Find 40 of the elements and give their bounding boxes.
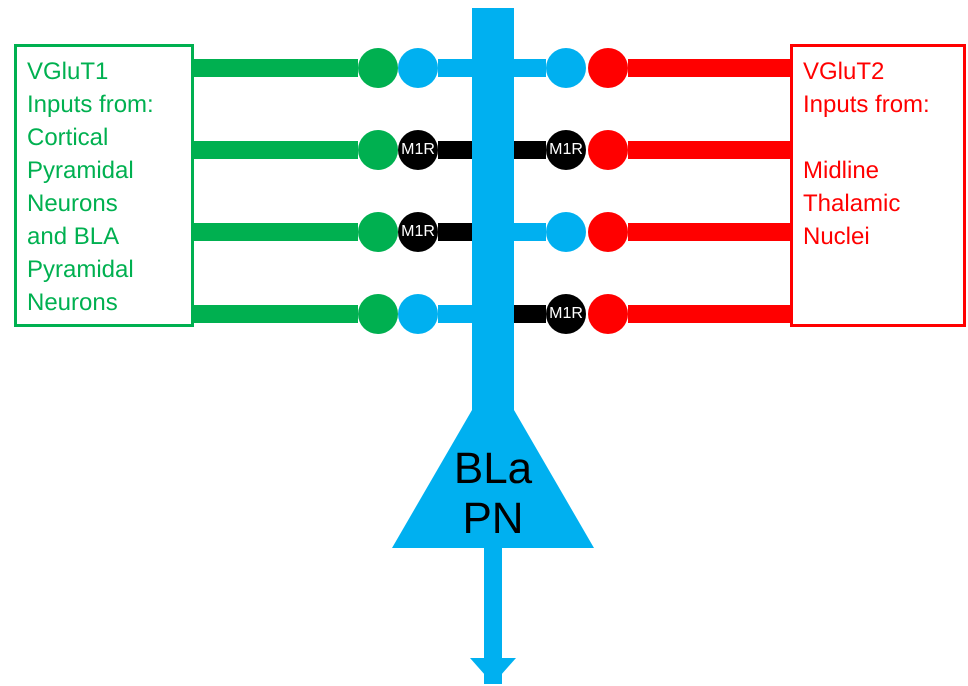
input-box — [790, 44, 966, 327]
synaptic-connection — [514, 223, 546, 241]
synaptic-connection — [194, 141, 358, 159]
synaptic-connection — [194, 305, 358, 323]
synaptic-connection — [438, 141, 472, 159]
presynaptic-terminal — [588, 130, 628, 170]
postsynaptic-spine — [546, 48, 586, 88]
synaptic-connection — [628, 141, 790, 159]
receptor-spine: M1R — [546, 294, 586, 334]
presynaptic-terminal — [358, 130, 398, 170]
synaptic-connection — [194, 223, 358, 241]
presynaptic-terminal — [358, 294, 398, 334]
postsynaptic-spine — [398, 294, 438, 334]
input-label: VGluT1 Inputs from: Cortical Pyramidal Neurons and BLA Pyramidal Neurons — [27, 57, 155, 318]
presynaptic-terminal — [358, 212, 398, 252]
synaptic-connection — [194, 59, 358, 77]
synaptic-connection — [438, 59, 472, 77]
presynaptic-terminal — [588, 212, 628, 252]
synaptic-connection — [438, 305, 472, 323]
synaptic-connection — [514, 59, 546, 77]
output-arrow — [470, 546, 516, 684]
presynaptic-terminal — [588, 48, 628, 88]
input-label: VGluT2 Inputs from: — [803, 57, 931, 120]
presynaptic-terminal — [588, 294, 628, 334]
presynaptic-terminal — [358, 48, 398, 88]
receptor-spine: M1R — [398, 212, 438, 252]
synaptic-connection — [514, 141, 546, 159]
synaptic-connection — [438, 223, 472, 241]
synaptic-connection — [514, 305, 546, 323]
postsynaptic-spine — [546, 212, 586, 252]
input-box — [14, 44, 194, 327]
synaptic-connection — [628, 223, 790, 241]
dendrite-trunk — [472, 8, 514, 410]
receptor-spine: M1R — [546, 130, 586, 170]
synaptic-connection — [628, 59, 790, 77]
input-label: Midline Thalamic Nuclei — [803, 156, 902, 252]
neuron-label: BLa PN — [452, 444, 534, 544]
synaptic-connection — [628, 305, 790, 323]
receptor-spine: M1R — [398, 130, 438, 170]
postsynaptic-spine — [398, 48, 438, 88]
